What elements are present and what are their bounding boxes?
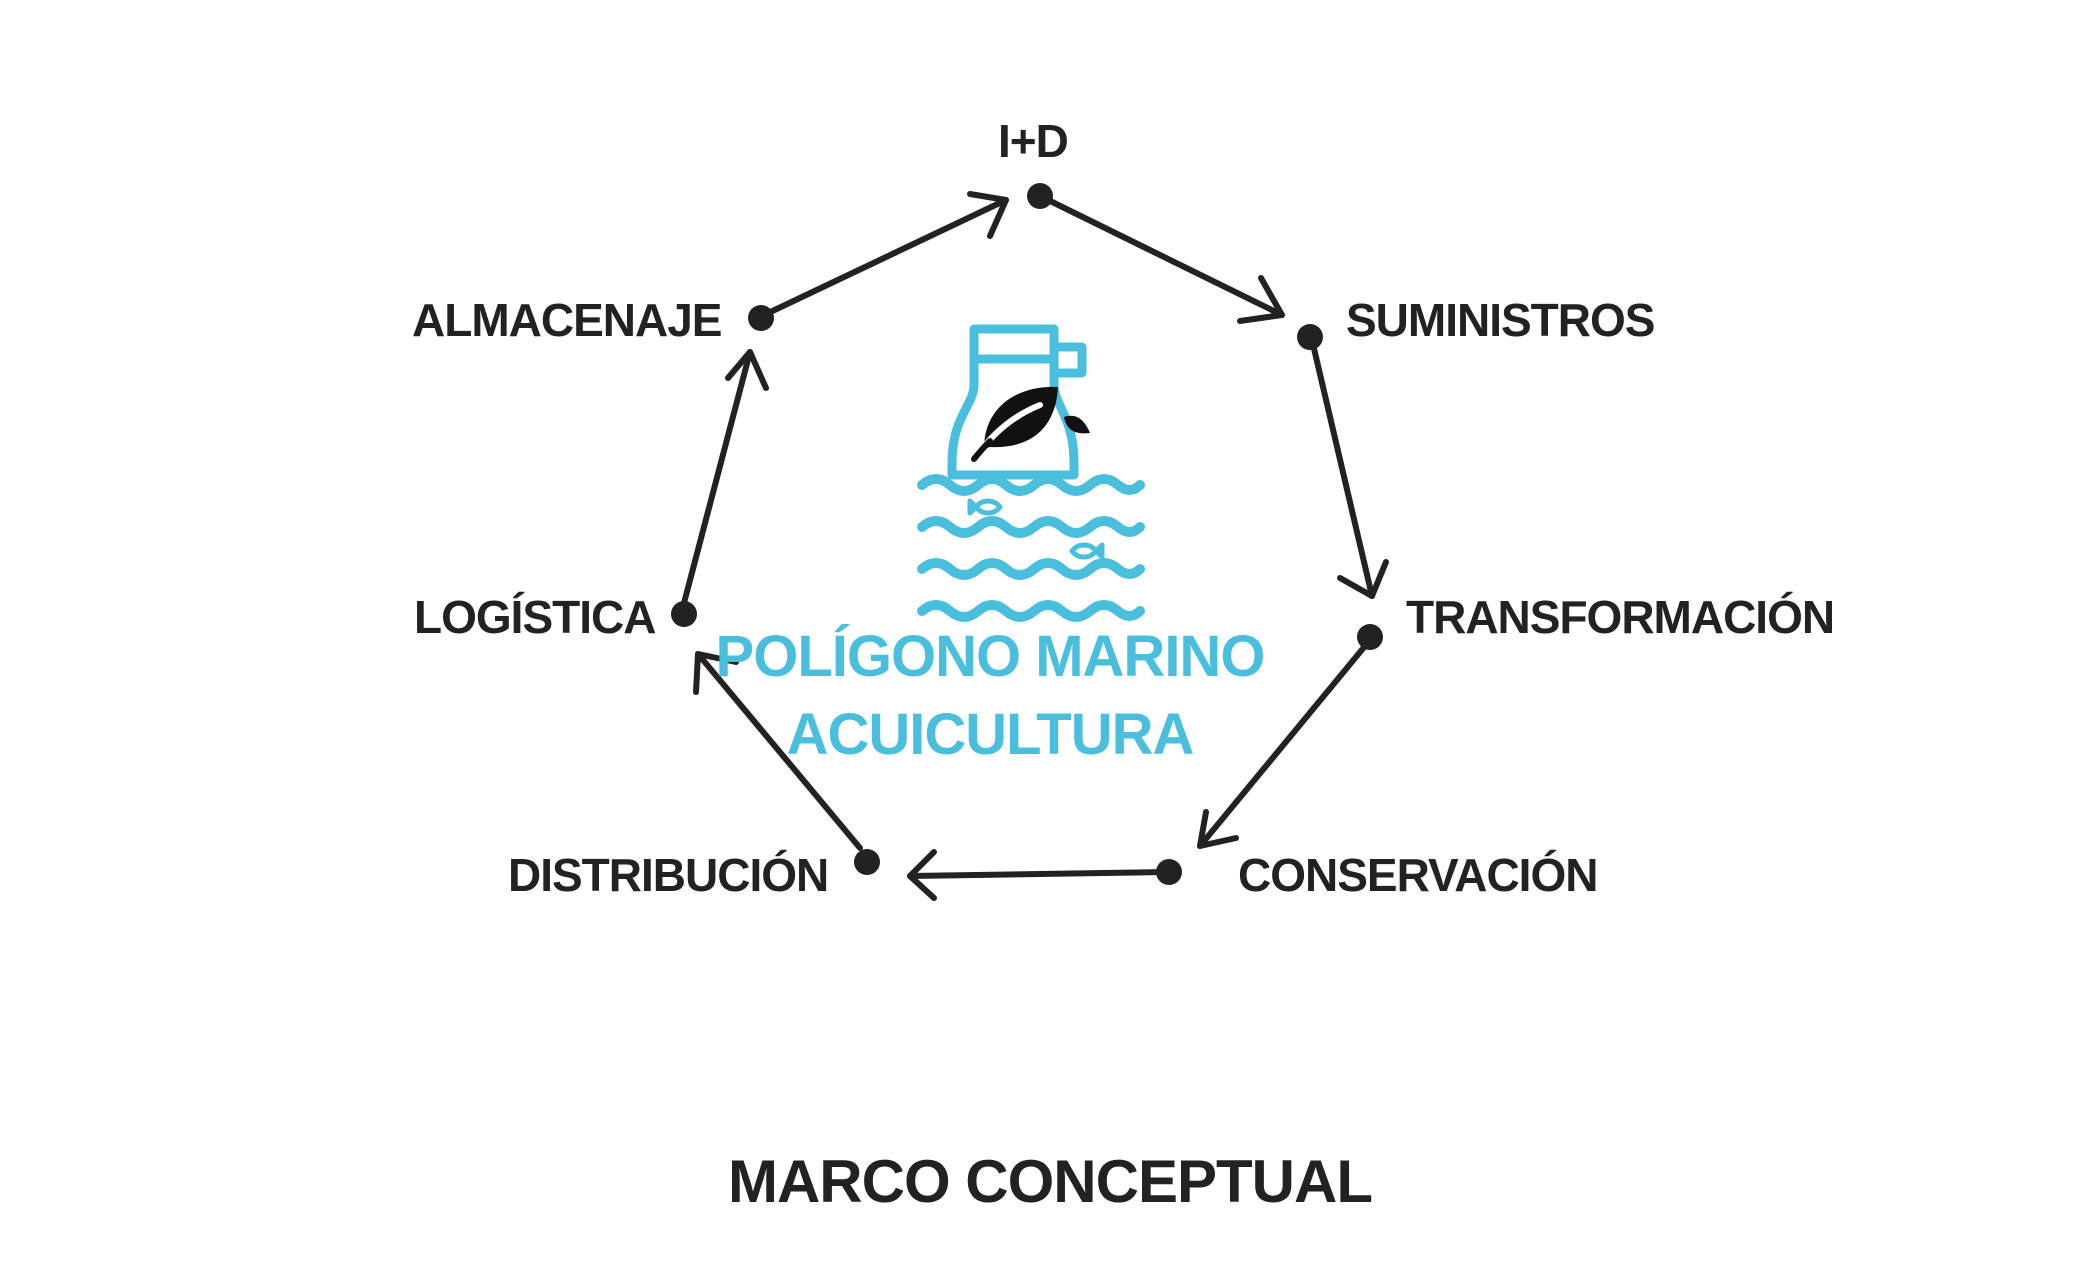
arrow-suministros-to-transformacion bbox=[1309, 337, 1389, 599]
node-dot-transformacion bbox=[1357, 624, 1383, 650]
node-dot-almacenaje bbox=[748, 305, 774, 331]
footer-caption: MARCO CONCEPTUAL bbox=[728, 1148, 1373, 1215]
arrow-id-to-suministros bbox=[1037, 193, 1285, 324]
node-dot-conservacion bbox=[1156, 859, 1182, 885]
arrow-distribucion-to-logistica bbox=[693, 651, 863, 851]
node-label-conservacion: CONSERVACIÓN bbox=[1238, 849, 1598, 901]
node-dot-id bbox=[1027, 183, 1053, 209]
cycle-nodes bbox=[671, 183, 1383, 885]
arrow-logistica-to-almacenaje bbox=[681, 349, 769, 606]
node-label-almacenaje: ALMACENAJE bbox=[412, 294, 722, 346]
leaf-icon bbox=[971, 386, 1058, 462]
node-dot-suministros bbox=[1297, 324, 1323, 350]
cycle-edges bbox=[681, 191, 1389, 901]
node-dot-logistica bbox=[671, 601, 697, 627]
arrow-transformacion-to-conservacion bbox=[1197, 637, 1373, 849]
node-label-id: I+D bbox=[998, 115, 1069, 167]
aquaculture-platform-icon bbox=[917, 324, 1145, 622]
arrow-conservacion-to-distribucion bbox=[907, 849, 1171, 901]
node-label-logistica: LOGÍSTICA bbox=[414, 591, 656, 643]
wave-icon bbox=[917, 474, 1145, 622]
leaf-tip-icon bbox=[1064, 415, 1090, 434]
center-title-line-1: POLÍGONO MARINO bbox=[715, 624, 1266, 689]
arrow-almacenaje-to-id bbox=[759, 191, 1009, 319]
node-label-transformacion: TRANSFORMACIÓN bbox=[1406, 591, 1835, 643]
node-dot-distribucion bbox=[854, 849, 880, 875]
node-label-distribucion: DISTRIBUCIÓN bbox=[508, 849, 829, 901]
center-title-line-2: ACUICULTURA bbox=[786, 702, 1195, 767]
fish-icon bbox=[1069, 542, 1105, 560]
node-label-suministros: SUMINISTROS bbox=[1346, 294, 1655, 346]
fish-icon bbox=[967, 498, 1003, 516]
